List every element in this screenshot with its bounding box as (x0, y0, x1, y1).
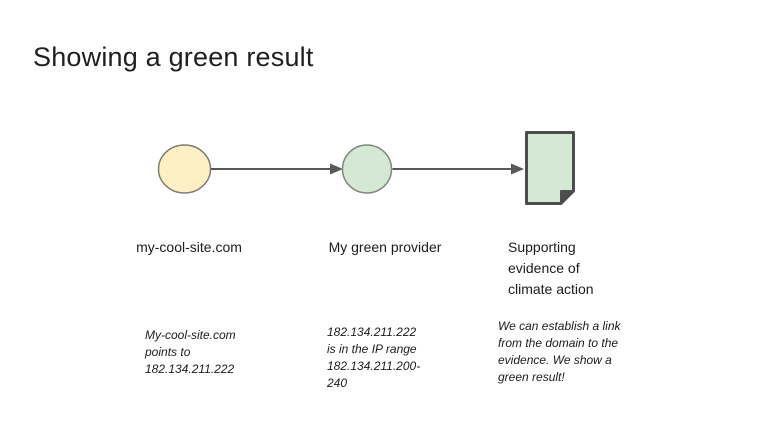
provider-annotation: 182.134.211.222 is in the IP range 182.1… (327, 325, 421, 390)
domain-node-label: my-cool-site.com (136, 239, 242, 255)
domain-node-circle (157, 144, 212, 194)
arrowhead-provider-to-evidence-icon (511, 163, 524, 175)
evidence-document-fold-icon (560, 190, 575, 205)
provider-node-circle (341, 144, 393, 194)
domain-annotation: My-cool-site.com points to 182.134.211.2… (145, 328, 236, 376)
slide-title: Showing a green result (33, 42, 314, 72)
provider-node-label: My green provider (328, 239, 442, 255)
arrowhead-domain-to-provider-icon (330, 163, 343, 175)
evidence-node-label: Supporting evidence of climate action (508, 239, 594, 297)
evidence-annotation: We can establish a link from the domain … (498, 319, 621, 384)
